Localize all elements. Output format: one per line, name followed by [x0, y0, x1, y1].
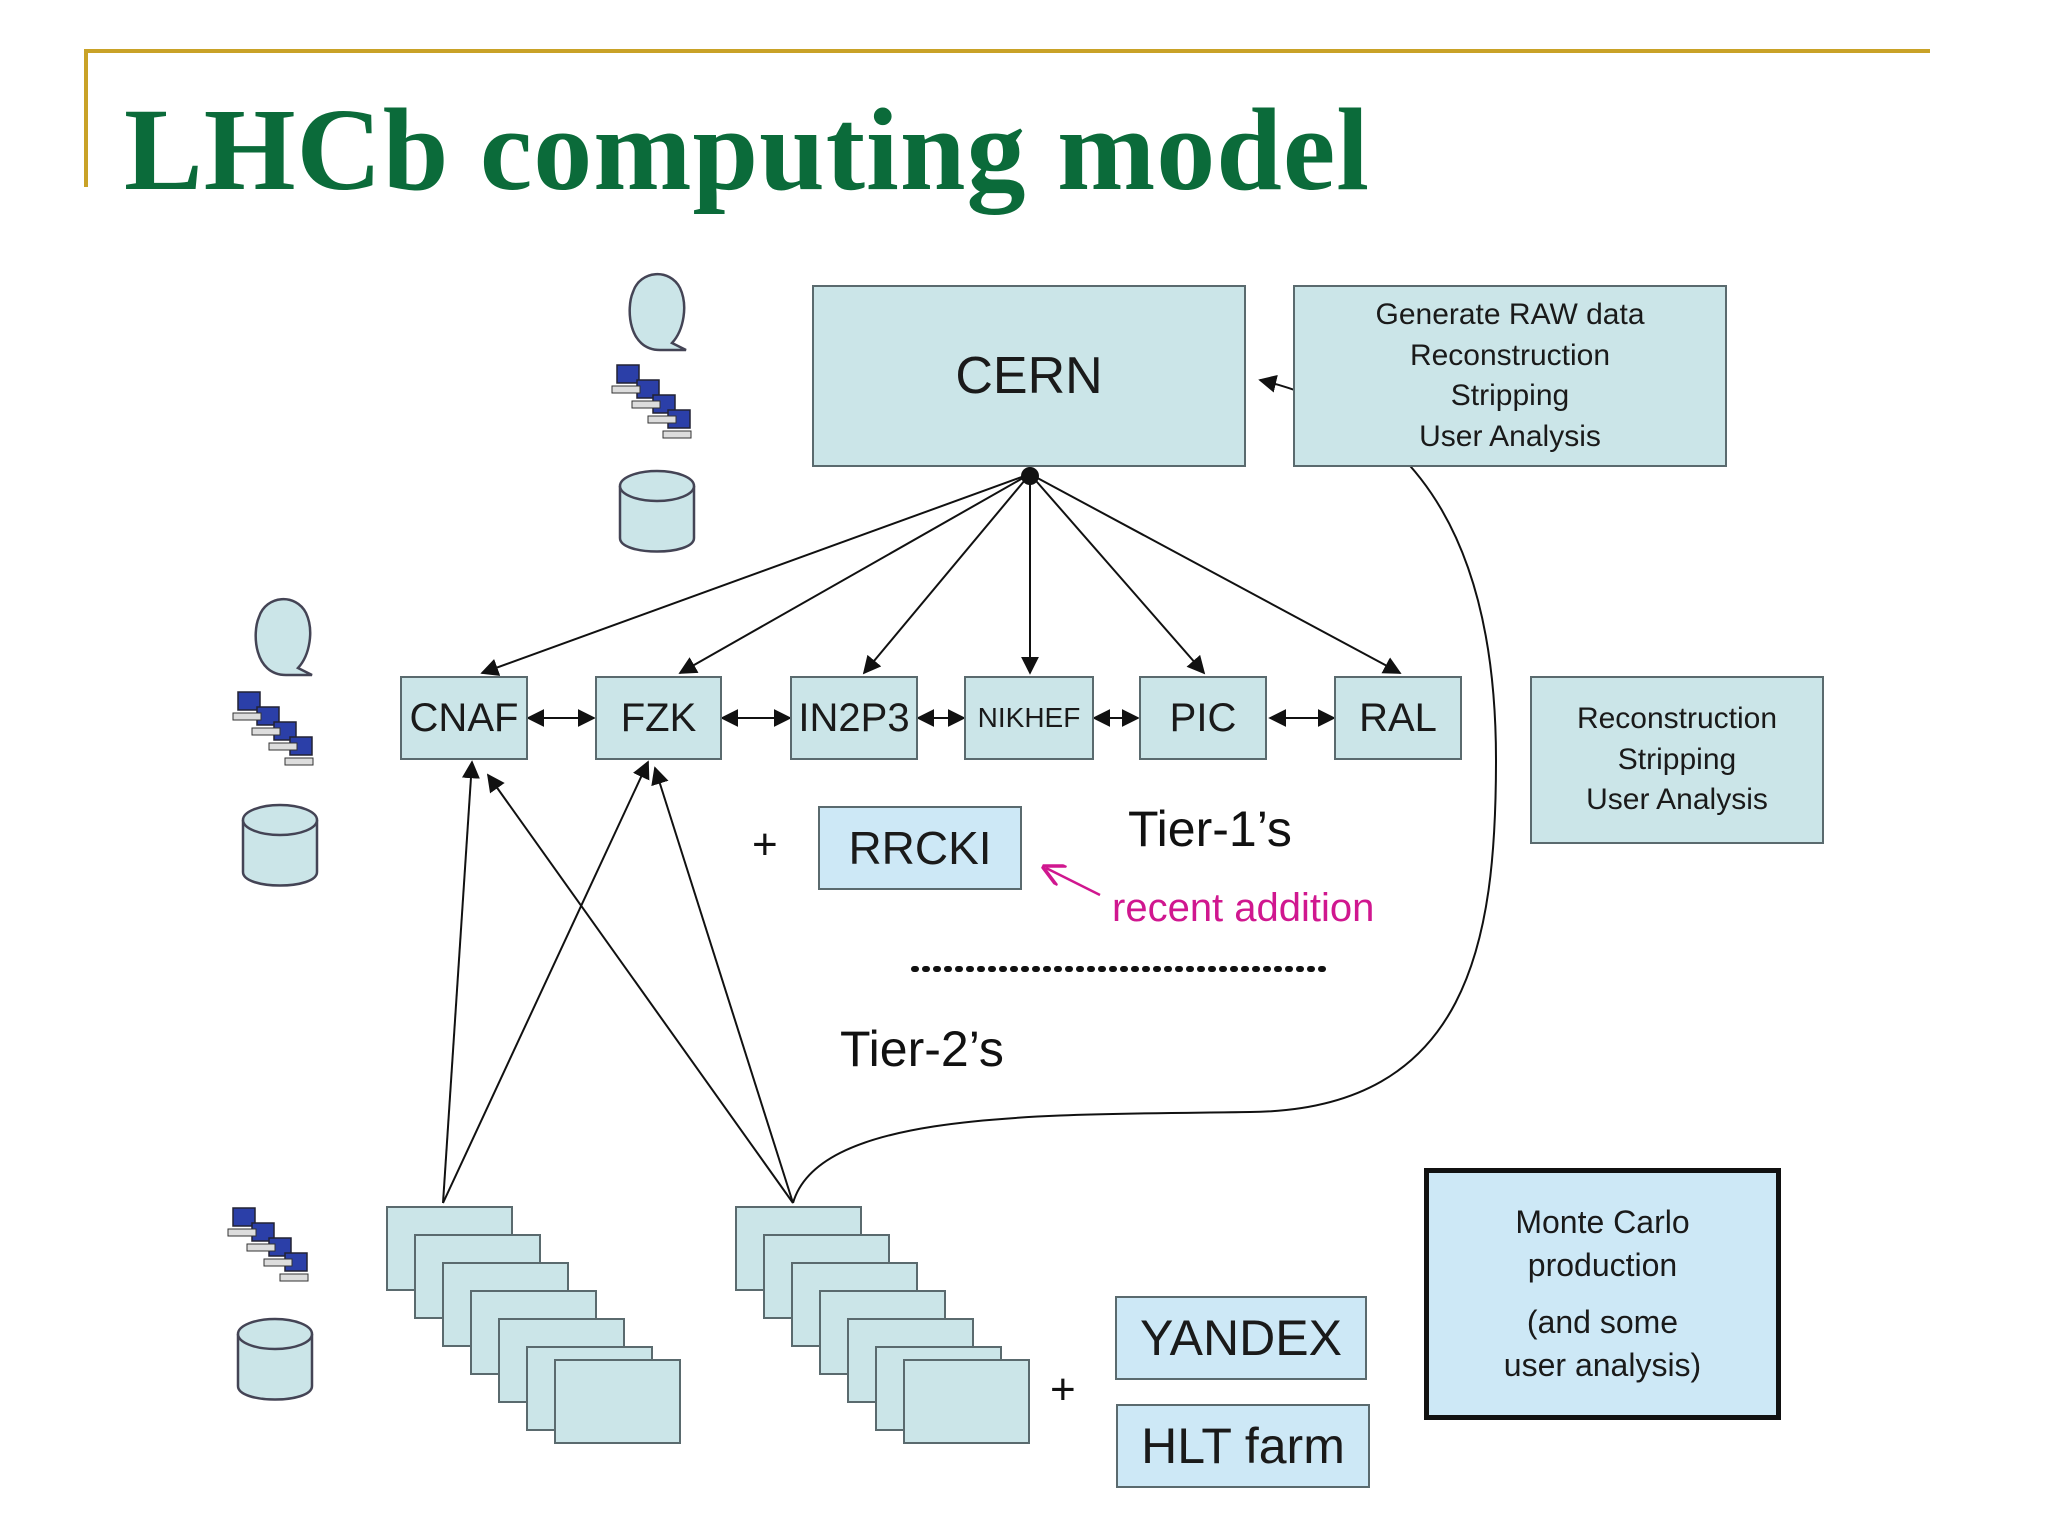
link-cern-ral: [1029, 473, 1402, 674]
tier2-roles-box: Monte Carlo production (and some user an…: [1424, 1168, 1781, 1420]
cern-roles-box: Generate RAW data Reconstruction Strippi…: [1293, 285, 1727, 467]
cern-roles-text: Generate RAW data Reconstruction Strippi…: [1375, 298, 1645, 453]
tier1-icons: [232, 597, 319, 887]
tier2-site-yandex: YANDEX: [1115, 1296, 1367, 1380]
site-label: IN2P3: [798, 695, 910, 740]
cern-hub-dot: [1021, 467, 1039, 485]
cern-icons: [611, 272, 696, 553]
tier2-stack-a: [386, 1206, 681, 1444]
site-label: PIC: [1169, 695, 1237, 740]
link-t2a-cnaf: [442, 760, 480, 1204]
cern-box: CERN: [812, 285, 1246, 467]
tier1-site-ral: RAL: [1334, 676, 1462, 760]
tier1-site-fzk: FZK: [595, 676, 722, 760]
tier1-label: Tier-1’s: [1128, 801, 1292, 857]
computer-cluster-icon: [227, 1207, 309, 1282]
site-label: RRCKI: [848, 822, 992, 874]
tier1-site-in2p3: IN2P3: [790, 676, 918, 760]
site-label: NIKHEF: [977, 702, 1081, 733]
plus-sign-tier2: +: [1050, 1365, 1076, 1414]
annotation-arrow: [1046, 868, 1101, 897]
tier2-label: Tier-2’s: [840, 1021, 1004, 1077]
plus-sign-tier1: +: [752, 820, 778, 869]
tier1-site-rrcki: RRCKI: [818, 806, 1022, 890]
recent-addition-annotation: recent addition: [1112, 886, 1375, 930]
link-cern-in2p3: [862, 473, 1031, 675]
link-t2a-fzk: [442, 760, 650, 1204]
tier2-roles-text-1: Monte Carlo production: [1515, 1203, 1690, 1283]
site-label: HLT farm: [1141, 1418, 1345, 1474]
computer-cluster-icon: [232, 691, 314, 766]
tier1-site-cnaf: CNAF: [400, 676, 528, 760]
title-rule-horizontal: [84, 49, 1930, 53]
cern-label: CERN: [955, 347, 1103, 405]
computer-cluster-icon: [611, 364, 692, 439]
link-t2b-fzk: [651, 766, 794, 1204]
disk-storage-icon: [241, 803, 319, 887]
tier1-site-nikhef: NIKHEF: [964, 676, 1094, 760]
tier2-roles-text-2: (and some user analysis): [1503, 1304, 1702, 1384]
disk-storage-icon: [618, 469, 696, 553]
disk-storage-icon: [236, 1317, 314, 1401]
site-label: YANDEX: [1140, 1310, 1342, 1366]
link-t2b-cern-curve: [792, 374, 1498, 1204]
tier2-icons: [227, 1207, 314, 1401]
link-t2b-cnaf: [486, 773, 794, 1204]
tier2-site-hlt-farm: HLT farm: [1116, 1404, 1370, 1488]
link-cern-fzk: [678, 473, 1031, 674]
link-cern-pic: [1029, 473, 1206, 675]
site-label: RAL: [1359, 695, 1437, 740]
tier1-site-pic: PIC: [1139, 676, 1267, 760]
person-icon: [254, 597, 313, 677]
person-icon: [628, 272, 687, 352]
tier1-roles-text: Reconstruction Stripping User Analysis: [1576, 702, 1778, 817]
page-title: LHCb computing model: [124, 84, 1371, 215]
tier1-roles-box: Reconstruction Stripping User Analysis: [1530, 676, 1824, 844]
tier2-stack-b: [735, 1206, 1030, 1444]
link-cern-cnaf: [480, 473, 1031, 676]
site-label: FZK: [620, 695, 697, 740]
title-rule-vertical: [84, 49, 88, 187]
site-label: CNAF: [409, 695, 519, 740]
